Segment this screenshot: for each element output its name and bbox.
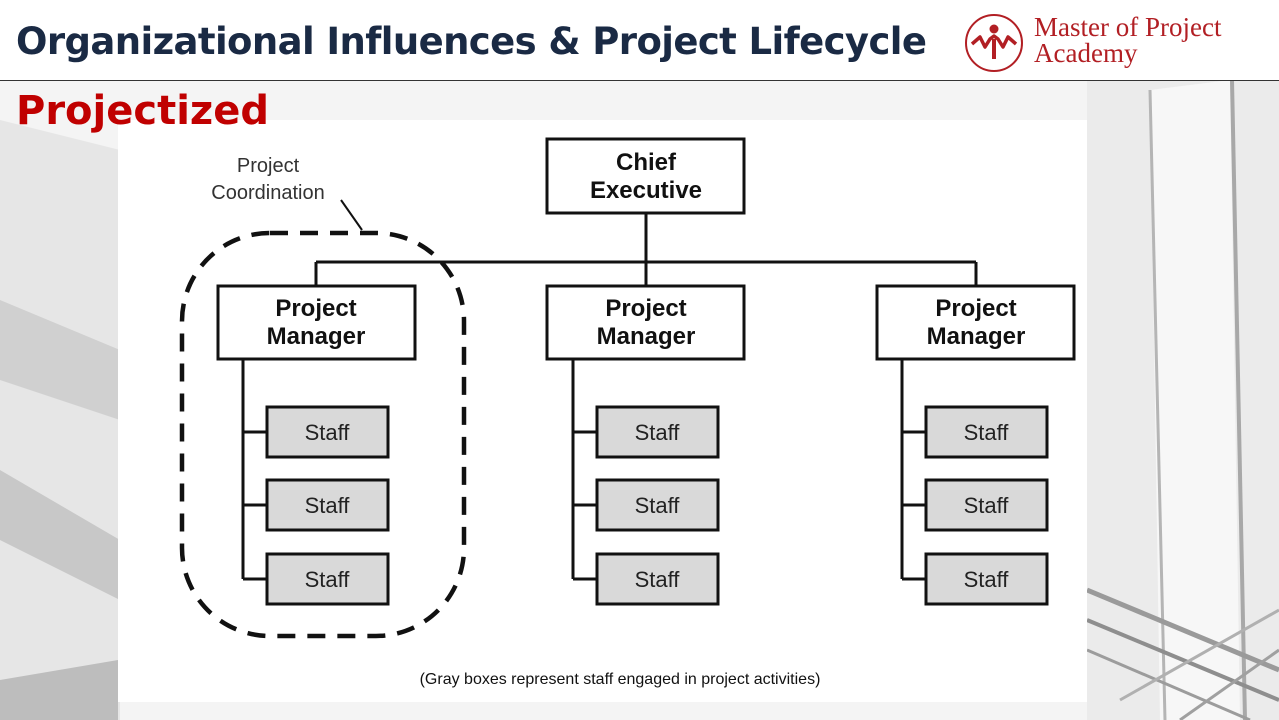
staff-box: Staff xyxy=(595,478,720,532)
project-manager-box-3: Project Manager xyxy=(875,284,1076,361)
staff-box: Staff xyxy=(265,478,390,532)
staff-label: Staff xyxy=(635,493,681,518)
staff-label: Staff xyxy=(305,493,351,518)
staff-box: Staff xyxy=(265,405,390,459)
slide-subtitle: Projectized xyxy=(16,88,269,134)
chief-executive-box: Chief Executive xyxy=(545,137,746,215)
manager-label-line-2: Manager xyxy=(597,323,696,350)
project-manager-box-1: Project Manager xyxy=(216,284,417,361)
chief-label-line-1: Chief xyxy=(616,149,677,176)
slide-title: Organizational Influences & Project Life… xyxy=(16,20,927,63)
slide-header: Organizational Influences & Project Life… xyxy=(0,0,1279,81)
staff-box: Staff xyxy=(924,478,1049,532)
manager-label-line-1: Project xyxy=(605,295,686,322)
coordination-pointer xyxy=(340,199,363,231)
staff-connectors-3 xyxy=(900,359,926,581)
staff-box: Staff xyxy=(924,405,1049,459)
chief-label-line-2: Executive xyxy=(590,177,702,204)
academy-logo-icon xyxy=(965,14,1023,72)
brand-line-2: Academy xyxy=(1034,38,1138,68)
staff-label: Staff xyxy=(964,567,1010,592)
diagram-caption: (Gray boxes represent staff engaged in p… xyxy=(420,671,821,688)
staff-box: Staff xyxy=(595,552,720,606)
staff-label: Staff xyxy=(635,420,681,445)
staff-label: Staff xyxy=(964,493,1010,518)
staff-label: Staff xyxy=(635,567,681,592)
staff-box: Staff xyxy=(265,552,390,606)
project-manager-box-2: Project Manager xyxy=(545,284,746,361)
staff-label: Staff xyxy=(305,567,351,592)
staff-connectors-1 xyxy=(241,359,267,581)
staff-label: Staff xyxy=(964,420,1010,445)
manager-label-line-1: Project xyxy=(275,295,356,322)
staff-label: Staff xyxy=(305,420,351,445)
project-coordination-boundary xyxy=(179,230,467,639)
coordination-label-line-2: Coordination xyxy=(211,182,324,204)
staff-connectors-2 xyxy=(571,359,597,581)
coordination-label-line-1: Project xyxy=(237,155,300,177)
manager-label-line-2: Manager xyxy=(927,323,1026,350)
staff-box: Staff xyxy=(595,405,720,459)
brand-line-1: Master of Project xyxy=(1034,12,1222,42)
brand-name: Master of Project Academy xyxy=(1034,12,1222,68)
manager-label-line-2: Manager xyxy=(267,323,366,350)
staff-box: Staff xyxy=(924,552,1049,606)
org-connectors xyxy=(314,213,978,286)
manager-label-line-1: Project xyxy=(935,295,1016,322)
